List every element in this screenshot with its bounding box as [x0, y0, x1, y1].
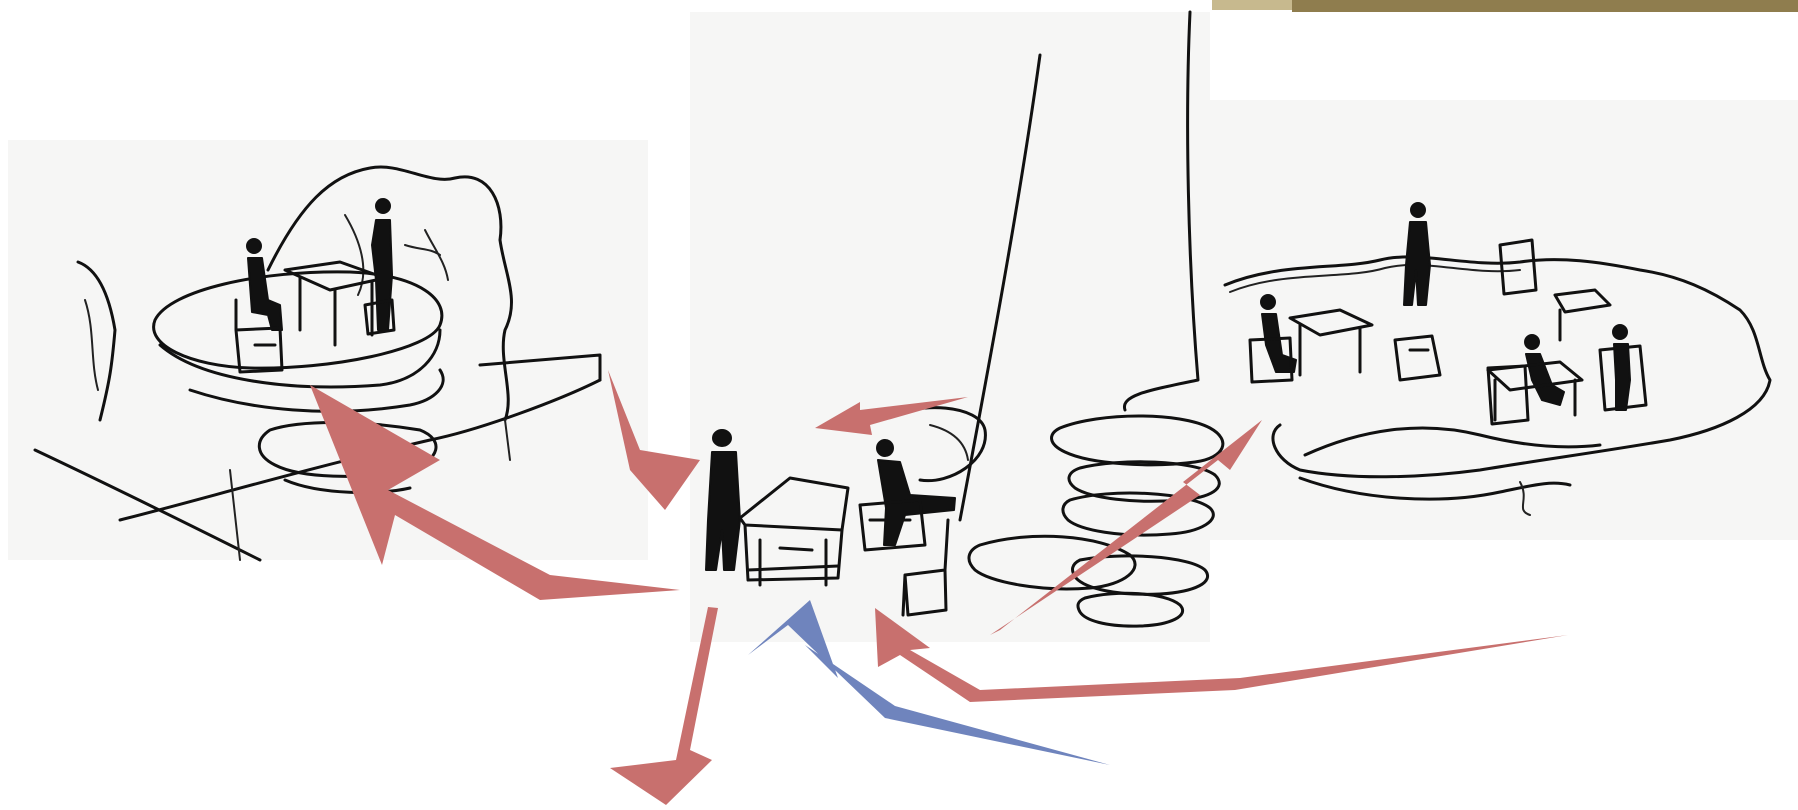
arrow-from-right-to-center	[875, 608, 1568, 702]
left-platform-mid	[188, 368, 445, 413]
left-person-1	[246, 238, 283, 331]
right-chair-5	[1598, 344, 1648, 412]
left-chair-1	[234, 298, 284, 374]
left-rock-outline	[266, 165, 513, 422]
left-ground-line-1	[33, 448, 262, 562]
arrow-to-central-seat-from-tower	[815, 397, 968, 435]
center-chair-1	[858, 498, 927, 552]
arrow-to-left-platform	[310, 385, 680, 600]
left-wall	[76, 260, 117, 422]
right-table-1	[1288, 308, 1374, 377]
tower-left-edge	[958, 53, 1042, 522]
center-paper-fragment	[690, 12, 1210, 642]
stone-6	[1076, 591, 1184, 628]
tower	[958, 10, 1200, 522]
arrow-downward-exit	[610, 607, 718, 805]
right-table-3	[1486, 360, 1584, 422]
right-platform-lower-edge	[1298, 476, 1572, 501]
right-standing-person	[1403, 202, 1431, 306]
right-seated-person-3	[1612, 324, 1631, 411]
top-decorative-strip	[1212, 0, 1798, 12]
right-table-2	[1553, 288, 1612, 342]
stone-3	[1061, 491, 1215, 537]
movement-arrows	[310, 370, 1568, 805]
right-seated-person-2	[1524, 334, 1565, 406]
right-chair-3	[1498, 238, 1538, 296]
arrow-to-right-platform	[990, 420, 1262, 635]
left-chair-2	[363, 298, 396, 336]
left-scene	[33, 165, 602, 562]
right-scene	[1223, 202, 1772, 516]
center-standing-person	[705, 429, 741, 571]
tower-right-edge	[1123, 10, 1200, 412]
center-chair-2	[901, 518, 950, 617]
right-platform-ridge	[1303, 426, 1602, 457]
right-chair-4	[1486, 364, 1530, 426]
right-seated-person-1	[1260, 294, 1297, 373]
arrow-to-central-seat-from-left	[608, 370, 700, 510]
stone-4	[967, 534, 1137, 591]
left-paper-fragment	[8, 140, 648, 560]
center-seated-person	[876, 439, 956, 546]
stone-1	[1050, 414, 1225, 467]
center-table	[738, 476, 850, 587]
right-chair-1	[1248, 336, 1294, 384]
right-chair-2	[1393, 334, 1442, 382]
